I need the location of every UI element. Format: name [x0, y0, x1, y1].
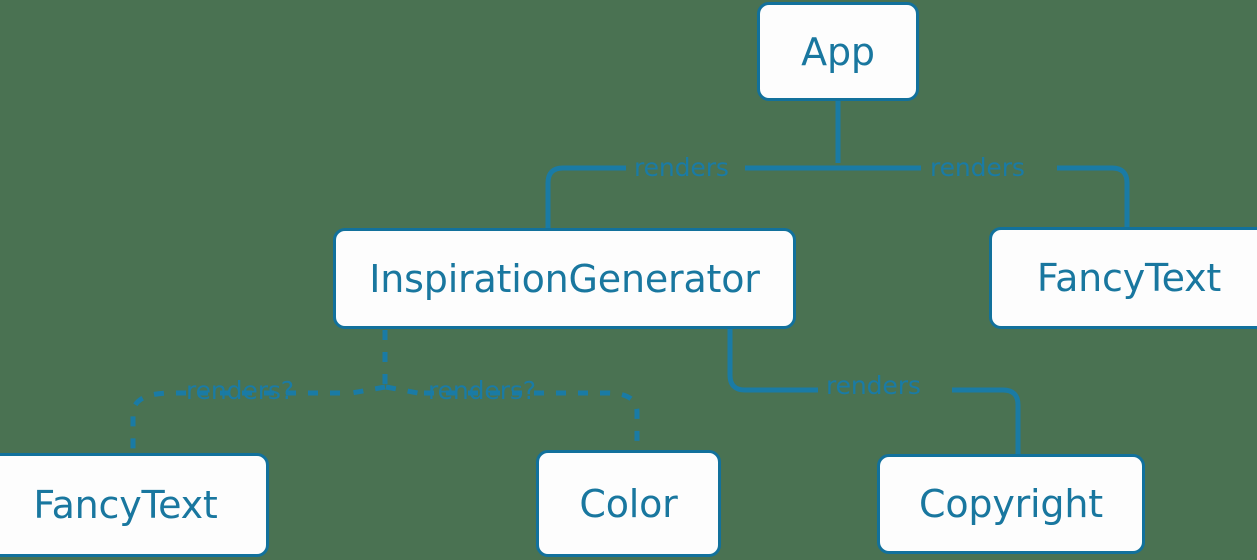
edge-label-inspirationgenerator-fancytext: renders?	[186, 376, 294, 405]
node-fancytext-left-label: FancyText	[33, 483, 218, 527]
node-app-label: App	[801, 29, 875, 74]
node-fancytext-right-label: FancyText	[1036, 256, 1222, 300]
edge-inspirationgenerator-copyright	[727, 329, 1021, 454]
edge-label-app-inspirationgenerator: renders	[634, 153, 729, 182]
node-inspirationgenerator[interactable]: InspirationGenerator	[333, 228, 796, 329]
edge-label-app-fancytext: renders	[930, 153, 1025, 182]
edge-app-inspirationgenerator	[545, 165, 838, 228]
node-copyright[interactable]: Copyright	[877, 454, 1145, 554]
edge-inspirationgenerator-fancytext	[130, 384, 386, 453]
edge-label-inspirationgenerator-color: renders?	[428, 376, 536, 405]
edge-inspirationgenerator-color	[385, 384, 640, 450]
node-app[interactable]: App	[757, 2, 919, 101]
node-color[interactable]: Color	[536, 450, 721, 557]
node-color-label: Color	[579, 481, 678, 526]
node-fancytext-left[interactable]: FancyText	[0, 453, 269, 557]
node-copyright-label: Copyright	[919, 482, 1103, 526]
edge-label-inspirationgenerator-copyright: renders	[826, 371, 921, 400]
node-fancytext-right[interactable]: FancyText	[989, 227, 1257, 329]
node-inspirationgenerator-label: InspirationGenerator	[369, 256, 760, 301]
edge-app-fancytext	[838, 165, 1130, 227]
